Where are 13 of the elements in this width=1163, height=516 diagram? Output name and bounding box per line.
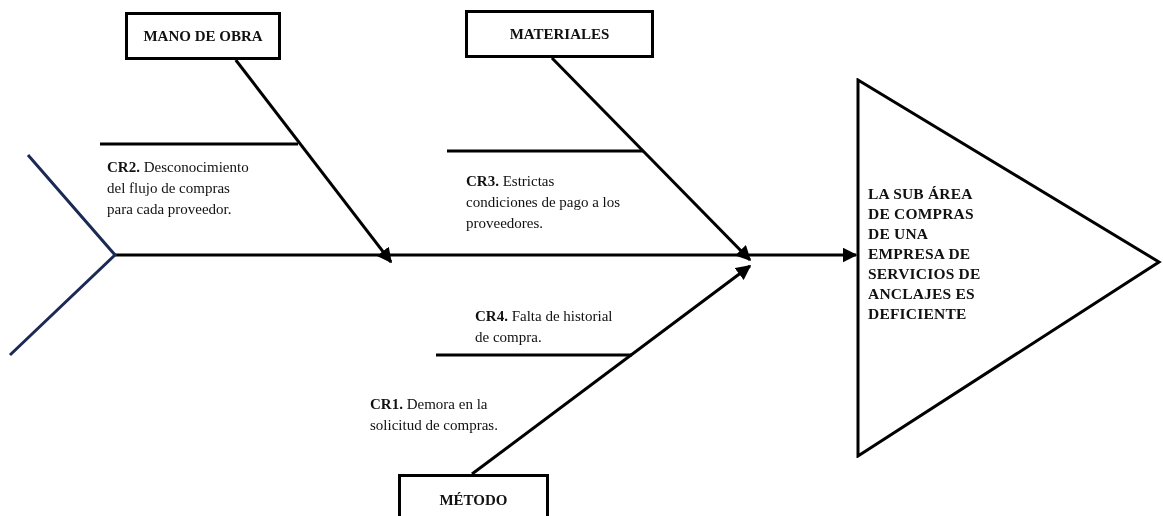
branch-arrow bbox=[550, 56, 752, 262]
effect-triangle bbox=[856, 78, 1162, 458]
category-box: MANO DE OBRA bbox=[125, 12, 281, 60]
category-box: MATERIALES bbox=[465, 10, 654, 58]
cause-text: CR3. Estrictas condiciones de pago a los proveedores. bbox=[466, 172, 622, 233]
branch-arrow bbox=[471, 264, 752, 476]
spine-arrow bbox=[115, 247, 858, 263]
branch-arrow bbox=[234, 59, 393, 264]
category-box: MÉTODO bbox=[398, 474, 549, 516]
cause-text: CR4. Falta de historial de compra. bbox=[475, 307, 614, 347]
cause-text: CR2. Desconocimiento del flujo de compras para cada proveedor. bbox=[107, 158, 250, 219]
cause-text: CR1. Demora en la solicitud de compras. bbox=[370, 395, 499, 435]
effect-text: LA SUB ÁREA DE COMPRAS DE UNA EMPRESA DE SERVICIOS DE ANCLAJES ES DEFICIENTE bbox=[868, 184, 982, 324]
